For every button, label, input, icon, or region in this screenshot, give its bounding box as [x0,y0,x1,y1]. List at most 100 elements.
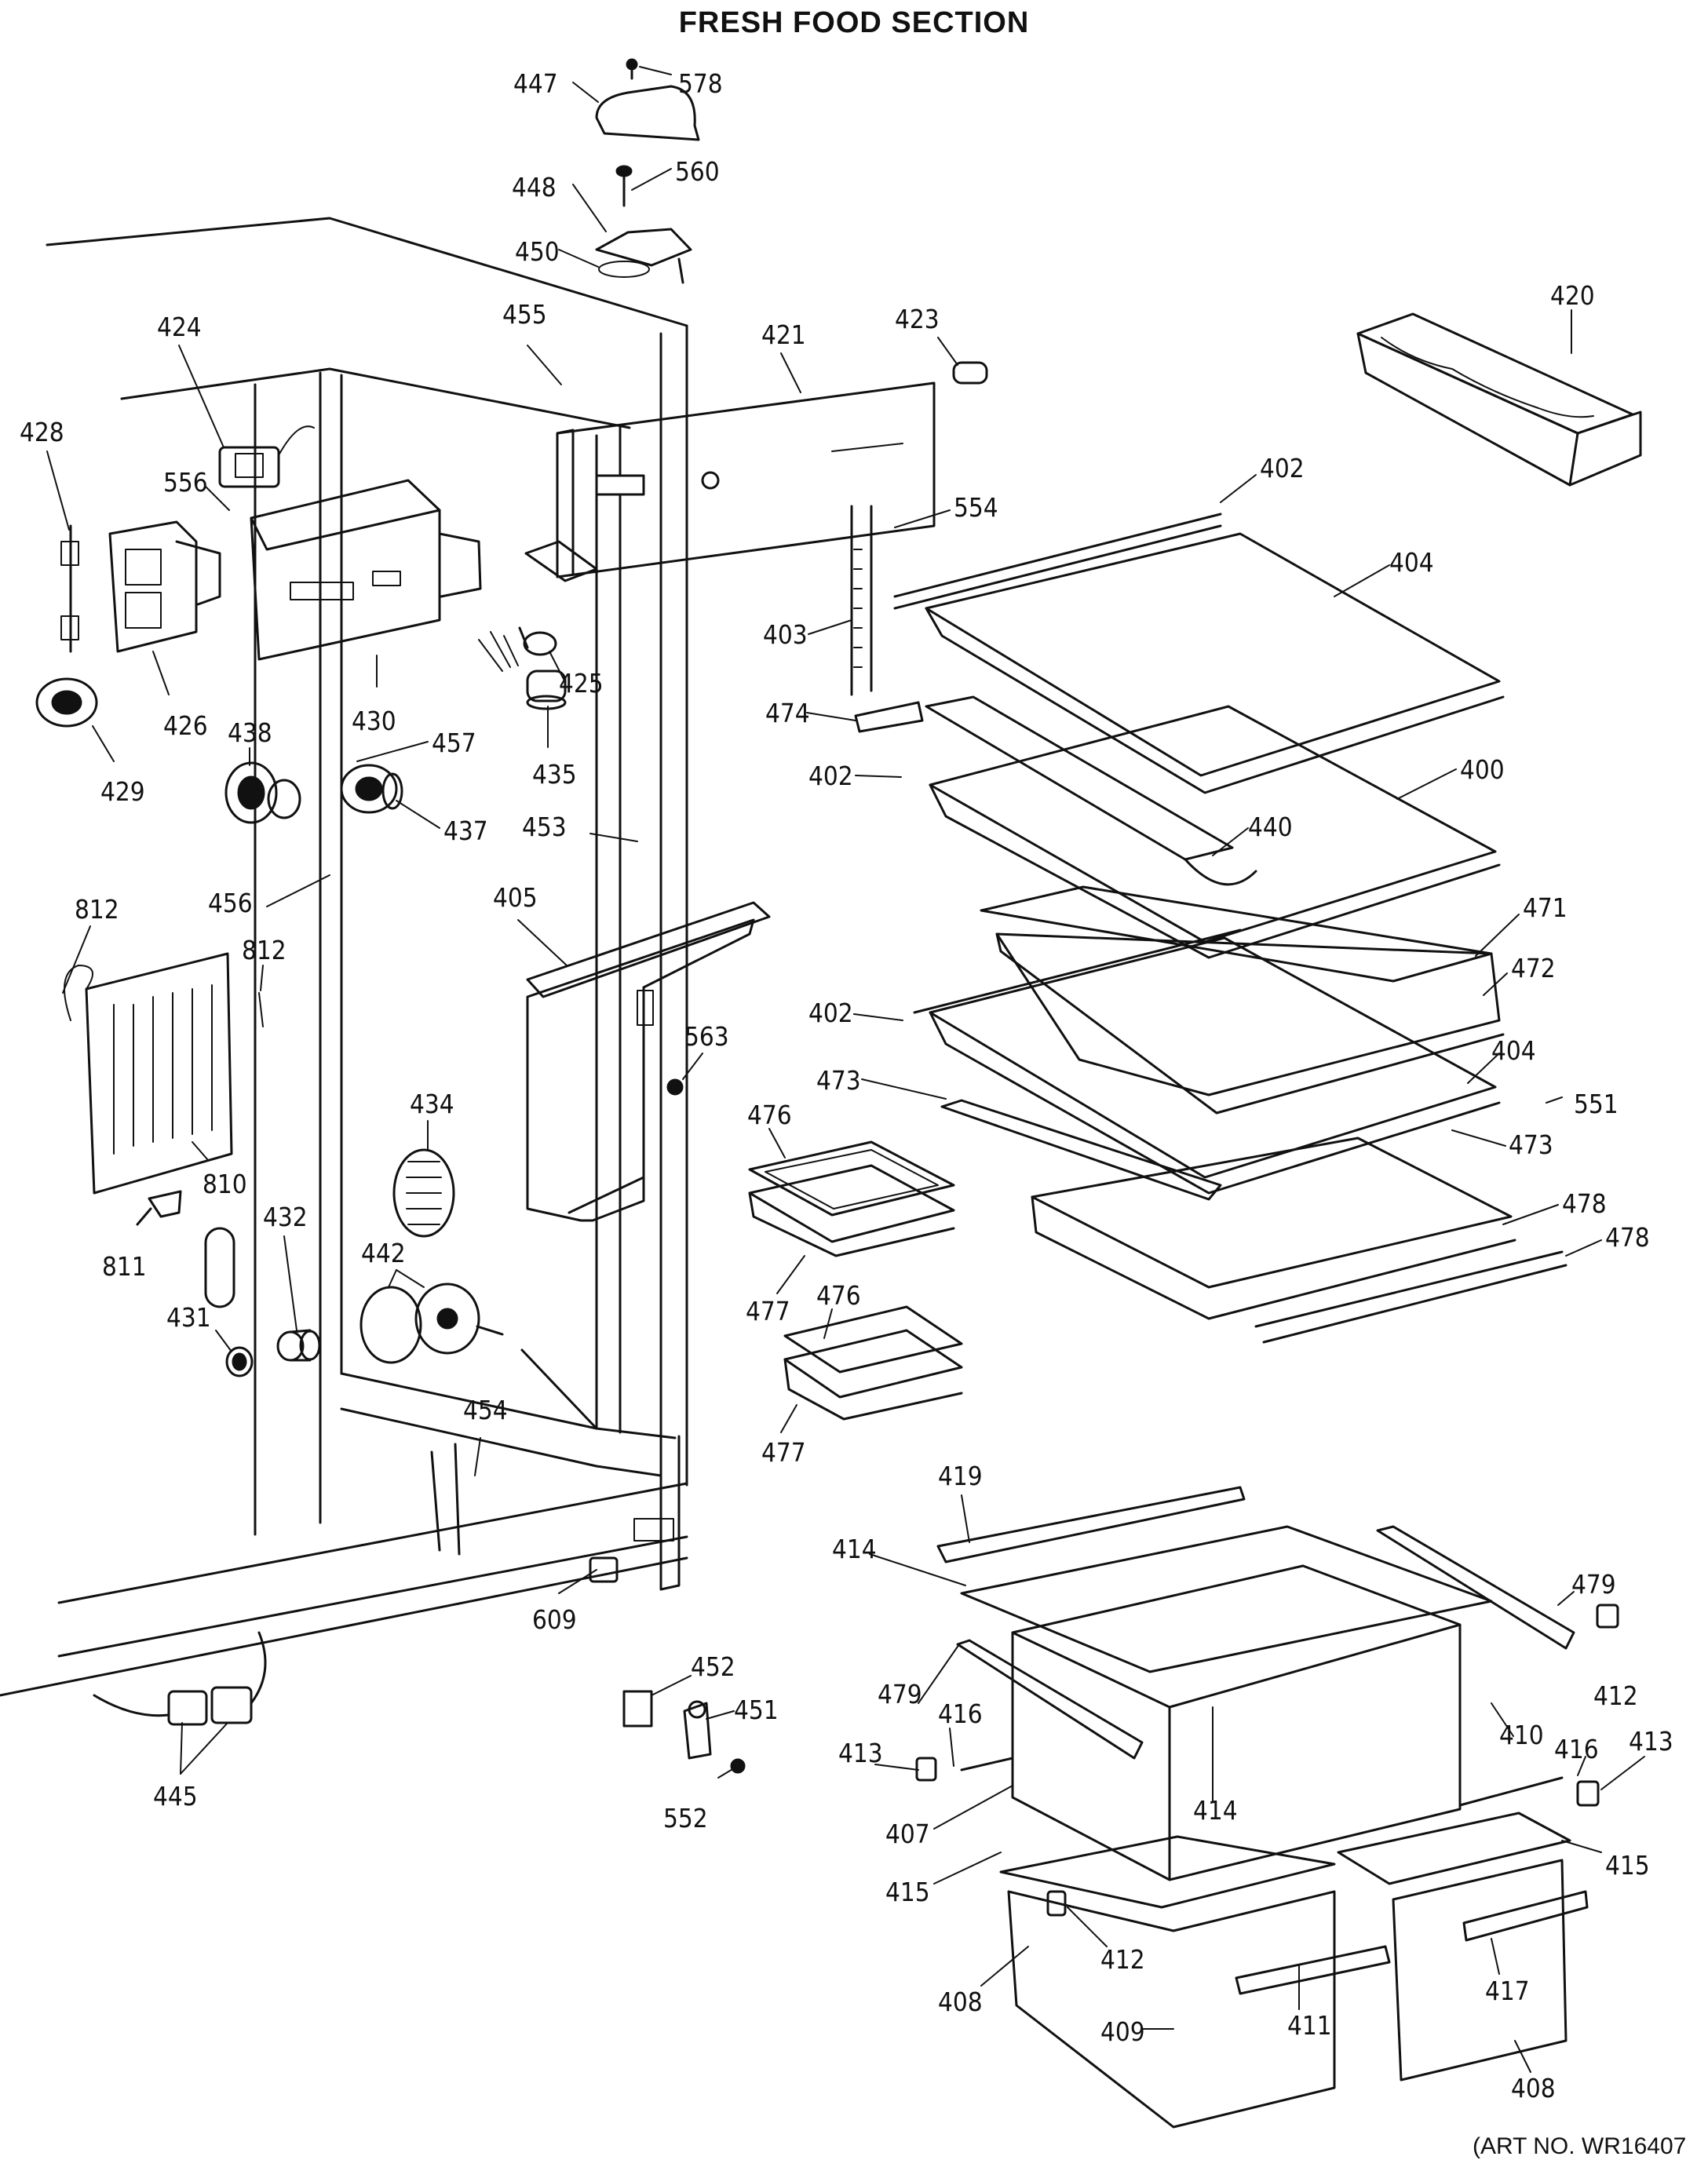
damper-control-424 [218,425,315,488]
callout-457: 457 [432,728,476,758]
callout-474: 474 [765,698,810,728]
callout-437: 437 [443,815,488,846]
callout-labels: 447 578 448 560 450 455 421 423 420 424 … [20,68,1673,2103]
clip-609 [589,1556,619,1583]
callout-420: 420 [1550,280,1595,311]
drawer-handle-411 [1235,1945,1391,1995]
callout-810: 810 [203,1169,247,1199]
callout-412-lower: 412 [1100,1944,1145,1975]
bottom-drawer-408a [999,1835,1336,2129]
wire-harness-445 [93,1631,267,1726]
hinge-bracket-448 [595,228,692,284]
crisper-pan-410 [1011,1564,1462,1881]
callout-419: 419 [938,1461,983,1491]
callout-424: 424 [157,312,202,342]
callout-428: 428 [20,417,64,447]
callout-453: 453 [522,812,567,842]
shelf-ladder-403 [850,505,873,696]
callout-473-right: 473 [1509,1129,1553,1160]
callout-407: 407 [885,1819,930,1849]
callout-425: 425 [559,668,604,699]
callout-408-right: 408 [1511,2073,1556,2103]
callout-414-lower: 414 [1193,1795,1238,1826]
callout-812-right: 812 [242,935,286,965]
hinge-screw-560 [615,165,633,207]
lens-ring-431 [225,1346,254,1377]
callout-402-top: 402 [1260,453,1305,483]
callout-413-right: 413 [1629,1726,1673,1757]
callout-479-left: 479 [878,1679,922,1709]
crisper-rail-419 [936,1486,1246,1563]
callout-452: 452 [691,1651,735,1682]
callout-476-lower: 476 [816,1280,861,1311]
callout-473-left: 473 [816,1065,861,1096]
section-title: FRESH FOOD SECTION [678,6,1030,39]
light-switch-425 [518,626,557,656]
callout-471: 471 [1523,892,1567,923]
art-number: (ART NO. WR16407 [1473,2133,1687,2159]
heater-clip-428 [60,524,79,653]
callout-477-lower: 477 [761,1437,806,1468]
callout-479-right: 479 [1571,1569,1616,1600]
thermostat-knob-423 [952,361,988,385]
callout-447: 447 [513,68,558,99]
callout-430: 430 [352,706,396,736]
cabinet-liner [0,217,688,1697]
callout-415-left: 415 [885,1877,930,1907]
shelf-404 [893,513,1505,794]
shelf-trim-440 [925,695,1257,886]
shelf-400 [929,705,1501,959]
snack-pan-477a [748,1164,955,1257]
callout-478-upper: 478 [1562,1188,1607,1219]
callout-478-lower: 478 [1605,1222,1650,1253]
bracket-412b [1046,1890,1067,1917]
callout-556: 556 [163,467,208,498]
callout-405: 405 [493,882,538,913]
callout-435: 435 [532,759,577,790]
lamp-socket-435 [478,631,567,710]
shelf-404b [913,929,1501,1195]
callout-412-upper: 412 [1593,1680,1638,1711]
control-knob-438 [224,761,301,824]
crisper-cover-414 [960,1525,1493,1673]
callout-552: 552 [663,1803,708,1833]
callout-554: 554 [954,492,998,523]
callout-455: 455 [502,299,547,330]
callout-812-left: 812 [75,894,119,925]
rod-416b [1458,1776,1564,1807]
callout-448: 448 [512,172,557,202]
rod-416a [960,1757,1014,1771]
sliding-shelf-478 [1031,1137,1567,1344]
callout-423: 423 [895,304,940,334]
crisper-slide-479b [956,1639,1144,1760]
bottle-tray-420 [1356,312,1642,487]
damper-housing-430 [250,479,482,661]
screw-552 [730,1758,746,1774]
callout-451: 451 [734,1695,779,1725]
callout-432: 432 [263,1202,308,1232]
callout-431: 431 [166,1302,211,1333]
slot-cover [204,1227,235,1308]
diffuser-434 [392,1148,455,1238]
shelf-trim-473 [940,1099,1222,1201]
callout-404-low: 404 [1491,1035,1536,1066]
fan-motor-429 [35,677,98,728]
callout-560: 560 [675,156,720,187]
callout-811: 811 [102,1251,147,1282]
screw-563 [666,1078,684,1096]
control-housing-421 [524,381,936,582]
callout-450: 450 [515,236,560,267]
bracket-413b [1576,1780,1600,1807]
leader-lines [46,66,1645,2073]
callout-409: 409 [1100,2016,1145,2047]
callout-402-mid: 402 [808,761,853,791]
callout-438: 438 [228,717,272,748]
callout-411: 411 [1287,2010,1332,2041]
callout-426: 426 [163,710,208,741]
callout-578: 578 [678,68,723,99]
callout-551: 551 [1574,1089,1619,1119]
crisper-slide-479a [1376,1525,1575,1650]
snack-pan-477b [783,1329,963,1421]
callout-476-upper: 476 [747,1100,792,1130]
